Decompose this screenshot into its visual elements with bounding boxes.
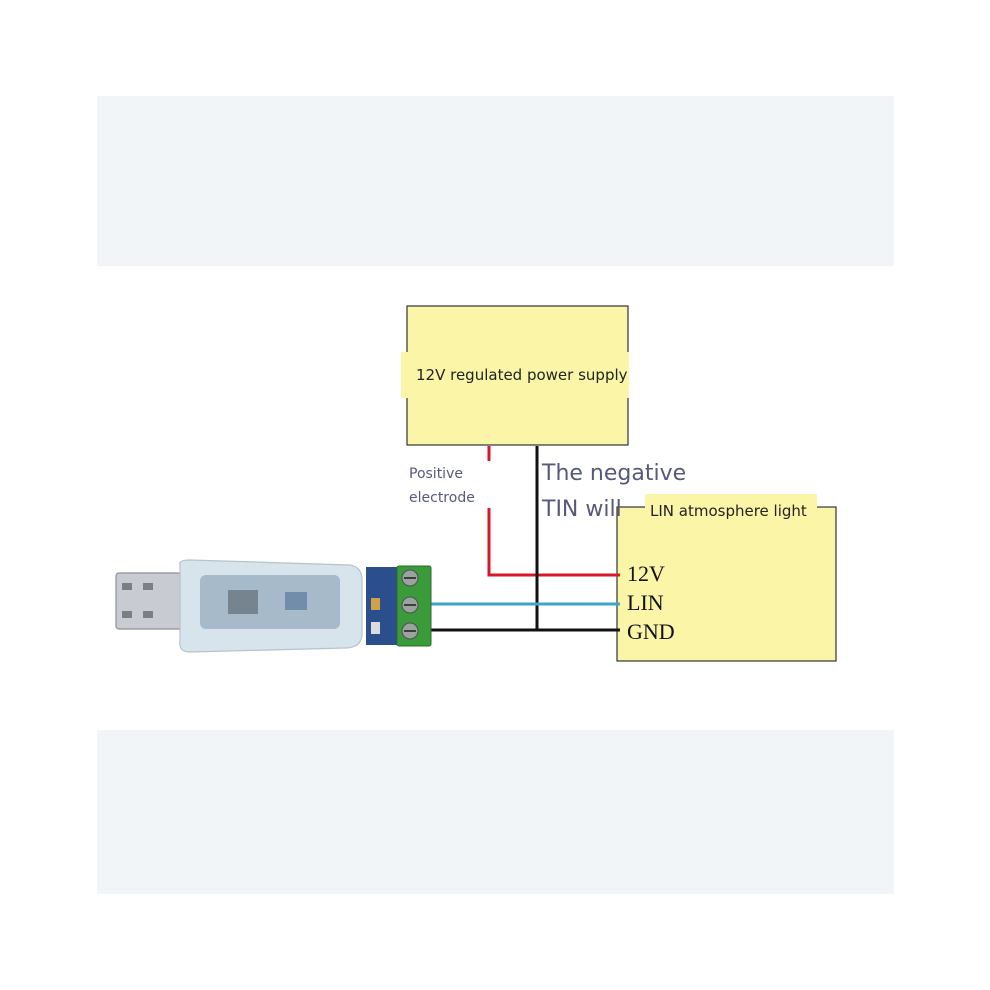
power-supply-label-backing [401, 352, 629, 398]
usb-internal-board [200, 575, 340, 629]
pcb-component [371, 622, 380, 634]
pin-label-12v: 12V [627, 561, 665, 586]
usb-chip [285, 592, 307, 610]
top-background-band [97, 96, 894, 266]
lin-light-label: LIN atmosphere light [650, 502, 807, 520]
pcb-component [371, 598, 380, 610]
power-supply-label: 12V regulated power supply [416, 366, 628, 384]
usb-plug [115, 572, 183, 630]
positive-wire-label: Positive electrode [409, 466, 475, 506]
lin-light-label-backing [645, 494, 817, 550]
usb-plug-slot [143, 583, 153, 590]
pin-label-gnd: GND [627, 619, 675, 644]
bottom-background-band [97, 730, 894, 894]
pin-label-lin: LIN [627, 590, 664, 615]
usb-chip [228, 590, 258, 614]
usb-plug-slot [122, 583, 132, 590]
usb-lin-adapter [115, 559, 432, 653]
negative-wire-label: The negative TIN will [542, 461, 687, 522]
usb-plug-slot [122, 611, 132, 618]
usb-plug-slot [143, 611, 153, 618]
positive-wire [487, 508, 620, 577]
